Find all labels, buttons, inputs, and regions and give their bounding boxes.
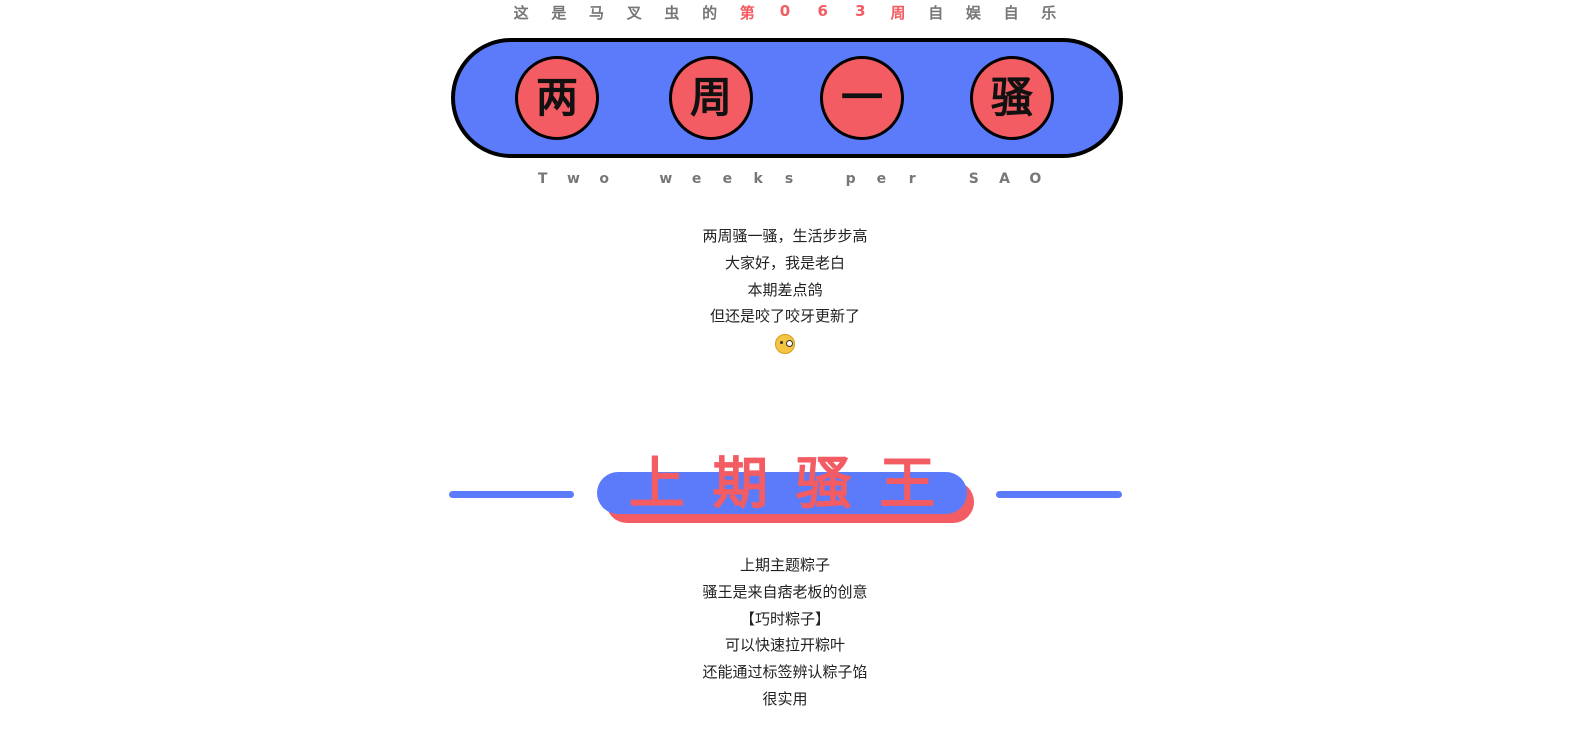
subtitle-char: o: [599, 171, 610, 187]
subtitle-char: e: [876, 171, 887, 187]
divider-right: [996, 491, 1122, 498]
logo-char-circle: 骚: [970, 56, 1054, 140]
divider-left: [449, 491, 574, 498]
body-text: 上期主题粽子 骚王是来自痞老板的创意 【巧时粽子】 可以快速拉开粽叶 还能通过标…: [0, 552, 1570, 713]
episode-char: 自: [1003, 4, 1019, 22]
episode-char: 自: [928, 4, 944, 22]
subtitle-char: p: [845, 171, 856, 187]
episode-char-highlight: 周: [890, 4, 906, 22]
intro-text: 两周骚一骚，生活步步高 大家好，我是老白 本期差点鸽 但还是咬了咬牙更新了: [0, 223, 1570, 357]
intro-line: 本期差点鸽: [747, 280, 823, 299]
body-line: 【巧时粽子】: [739, 609, 830, 628]
logo-char-circle: 一: [820, 56, 904, 140]
body-line: 骚王是来自痞老板的创意: [702, 582, 868, 601]
episode-char: 娱: [965, 4, 981, 22]
episode-header: 这 是 马 叉 虫 的 第 0 6 3 周 自 娱 自 乐: [0, 2, 1570, 23]
episode-char: 乐: [1041, 4, 1057, 22]
subtitle-char: e: [691, 171, 702, 187]
logo-char-circle: 周: [669, 56, 753, 140]
subtitle-char: [620, 171, 651, 187]
subtitle-char: r: [908, 171, 916, 187]
subtitle-char: [928, 171, 959, 187]
logo-char-circle: 两: [515, 56, 599, 140]
body-line: 还能通过标签辨认粽子馅: [702, 663, 868, 682]
intro-line: 但还是咬了咬牙更新了: [709, 307, 860, 326]
episode-char-highlight: 第: [739, 4, 755, 22]
woozy-face-icon: [775, 333, 795, 354]
body-line: 很实用: [762, 689, 808, 708]
episode-char-highlight: 6: [817, 2, 828, 20]
episode-char: 虫: [664, 4, 680, 22]
body-line: 上期主题粽子: [739, 556, 830, 574]
body-line: 可以快速拉开粽叶: [724, 636, 845, 655]
subtitle-char: T: [537, 171, 548, 187]
section-title-char: 王: [879, 452, 936, 517]
subtitle-char: O: [1029, 171, 1042, 187]
subtitle-char: S: [968, 171, 979, 187]
episode-char: 这: [513, 4, 529, 22]
subtitle-char: e: [722, 171, 733, 187]
section-title-char: 期: [712, 452, 769, 517]
episode-char: 是: [551, 4, 567, 22]
subtitle-char: w: [659, 171, 673, 187]
subtitle-char: [804, 171, 835, 187]
logo-pill: 两 周 一 骚: [451, 38, 1123, 158]
episode-char-highlight: 3: [855, 2, 866, 20]
intro-line: 大家好，我是老白: [724, 253, 845, 272]
section-title-char: 骚: [795, 452, 852, 517]
subtitle-char: k: [753, 171, 763, 187]
section-title: 上 期 骚 王: [597, 452, 967, 518]
logo-subtitle: T w o w e e k s p e r S A O: [0, 171, 1578, 187]
episode-char: 马: [589, 4, 605, 22]
subtitle-char: w: [566, 171, 580, 187]
episode-char: 叉: [626, 4, 642, 22]
episode-char-highlight: 0: [779, 2, 791, 20]
subtitle-char: A: [999, 171, 1010, 187]
section-title-char: 上: [628, 452, 685, 517]
intro-line: 两周骚一骚，生活步步高: [702, 227, 868, 245]
subtitle-char: s: [784, 171, 794, 187]
section-banner: [597, 472, 967, 514]
episode-char: 的: [702, 4, 718, 22]
